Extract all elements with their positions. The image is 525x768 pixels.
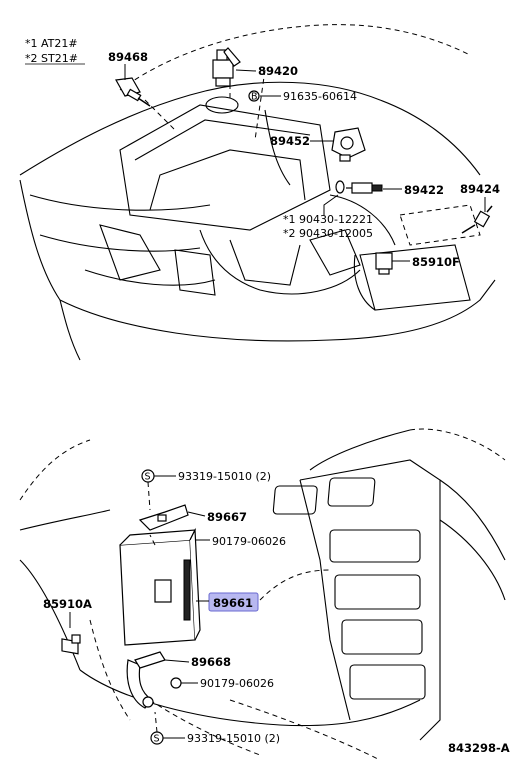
- label-93319-top: 93319-15010 (2): [178, 470, 271, 483]
- part-85910F[interactable]: 85910F: [375, 252, 460, 275]
- part-93319-bottom[interactable]: S 93319-15010 (2): [150, 711, 280, 745]
- part-90179-bottom[interactable]: 90179-06026: [170, 677, 274, 690]
- bolt-symbol-s-bottom: S: [154, 734, 160, 745]
- bolt-symbol-b: B: [251, 92, 258, 103]
- highlight-89661: [208, 592, 259, 612]
- part-89668[interactable]: 89668: [126, 651, 231, 709]
- part-89420[interactable]: 89420: [212, 47, 298, 87]
- dashboard-body: [19, 428, 506, 761]
- label-90430-2: *2 90430-12005: [283, 227, 373, 240]
- label-89668: 89668: [191, 655, 231, 669]
- part-89424[interactable]: 89424: [460, 182, 500, 234]
- label-89667: 89667: [207, 510, 247, 524]
- label-93319-bottom: 93319-15010 (2): [187, 732, 280, 745]
- legend: *1 AT21# *2 ST21#: [25, 37, 85, 65]
- label-85910A: 85910A: [43, 597, 92, 611]
- label-89422: 89422: [404, 183, 444, 197]
- label-89420: 89420: [258, 64, 298, 78]
- part-89667[interactable]: 89667: [138, 504, 247, 531]
- part-89468[interactable]: 89468: [108, 50, 151, 107]
- part-89661-ecu[interactable]: 89661: [119, 527, 259, 646]
- part-85910A[interactable]: 85910A: [43, 597, 92, 655]
- label-90179-top: 90179-06026: [212, 535, 286, 548]
- part-91635-60614[interactable]: B 91635-60614: [248, 90, 357, 103]
- part-93319-top[interactable]: S 93319-15010 (2): [141, 469, 271, 511]
- label-90430-1: *1 90430-12221: [283, 213, 373, 226]
- label-89661: 89661: [213, 596, 253, 610]
- label-90179-bottom: 90179-06026: [200, 677, 274, 690]
- bolt-symbol-s-top: S: [145, 472, 151, 483]
- car-front-body: [19, 24, 496, 361]
- label-85910F: 85910F: [412, 255, 460, 269]
- part-89422[interactable]: 89422: [335, 180, 444, 197]
- diagram-code: 843298-A: [448, 741, 510, 755]
- label-91635: 91635-60614: [283, 90, 357, 103]
- label-89424: 89424: [460, 182, 500, 196]
- label-89468: 89468: [108, 50, 148, 64]
- part-89452[interactable]: 89452: [270, 127, 366, 162]
- label-89452: 89452: [270, 134, 310, 148]
- legend-line-1: *1 AT21#: [25, 37, 78, 50]
- legend-line-2: *2 ST21#: [25, 52, 78, 65]
- part-90430[interactable]: *1 90430-12221 *2 90430-12005: [283, 194, 373, 240]
